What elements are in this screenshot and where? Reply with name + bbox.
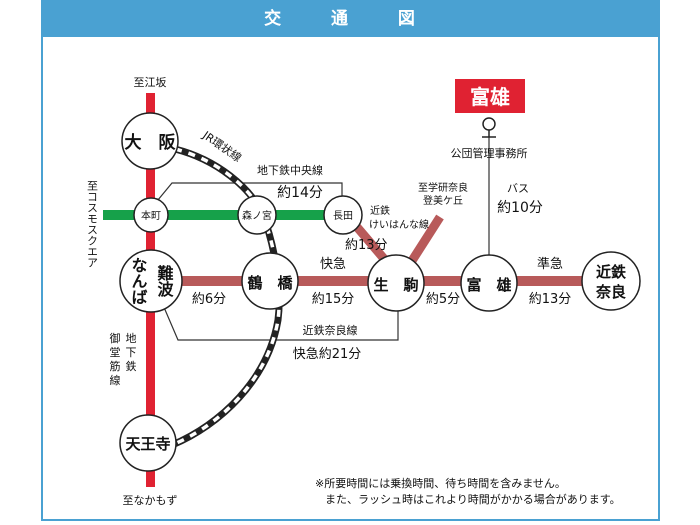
station-kintetsu-nara	[581, 251, 641, 311]
destination-badge	[455, 79, 525, 113]
station-nagata	[323, 195, 363, 235]
midosuji-name-2: 堂	[110, 346, 121, 359]
midosuji-name-3: 筋	[110, 359, 121, 373]
station-kintetsu-nara-label-2: 奈良	[595, 283, 626, 301]
midosuji-name-4: 線	[110, 373, 121, 387]
to-esaka-label: 至江坂	[134, 76, 167, 89]
station-tsuruhashi	[241, 252, 299, 310]
station-osaka-label: 大 阪	[125, 132, 176, 153]
station-tomio	[460, 254, 518, 312]
ikoma-tomio-time-label: 約5分	[426, 292, 460, 307]
nara-line-time-label: 快急約21分	[293, 347, 362, 362]
to-gakken-label-2: 登美ケ丘	[423, 194, 463, 207]
station-namba-label-2: 難波	[155, 264, 174, 298]
station-namba	[119, 249, 183, 313]
chuo-line	[103, 210, 343, 220]
gakken-branch-line	[404, 214, 444, 270]
station-ikoma-label: 生 駒	[373, 276, 418, 294]
kaisoku-label: 快急	[320, 257, 346, 272]
location-pin-icon	[482, 117, 496, 138]
station-nagata-label: 長田	[333, 210, 353, 222]
destination-name: 富雄	[470, 85, 510, 109]
chuo-bypass-line	[147, 182, 343, 213]
chuo-time-label: 約14分	[277, 185, 323, 201]
bus-time-label: 約10分	[497, 200, 543, 216]
bus-label: バス	[507, 182, 529, 195]
station-tennoji	[119, 414, 177, 472]
chuo-line-label: 地下鉄中央線	[257, 163, 323, 177]
tomio-nara-time-label: 約13分	[529, 292, 572, 307]
midosuji-subway-3: 鉄	[126, 359, 137, 373]
station-namba-label-1: なんば	[129, 257, 148, 305]
midosuji-subway-2: 下	[126, 346, 137, 359]
destination-facility: 公団管理事務所	[451, 146, 528, 160]
nara-line-track	[159, 297, 399, 341]
midosuji-name-1: 御	[110, 331, 121, 345]
note-line-1: ※所要時間には乗換時間、待ち時間を含みません。	[315, 476, 566, 490]
station-honmachi	[133, 197, 169, 233]
station-morinomiya-label: 森ノ宮	[242, 209, 272, 222]
tsuruhashi-ikoma-time-label: 約15分	[312, 292, 355, 307]
station-tennoji-label: 天王寺	[125, 435, 170, 453]
station-morinomiya	[237, 195, 277, 235]
to-gakken-label-1: 至学研奈良	[418, 181, 468, 194]
keihanna-label-2: けいはんな線	[369, 218, 429, 231]
to-cosmo-label: 至コスモスクエア	[86, 180, 99, 268]
to-nakamozu-label: 至なかもず	[123, 494, 178, 507]
station-tomio-label: 富 雄	[466, 276, 511, 294]
keihanna-label-1: 近鉄	[370, 204, 390, 217]
station-ikoma	[367, 254, 425, 312]
page-title: 交 通 図	[43, 2, 658, 37]
station-honmachi-label: 本町	[141, 209, 161, 222]
midosuji-subway-1: 地	[126, 332, 137, 345]
note-line-2: また、ラッシュ時はこれより時間がかかる場合があります。	[325, 492, 621, 506]
station-osaka	[121, 112, 179, 170]
namba-tsuruhashi-time-label: 約6分	[192, 292, 226, 307]
keihanna-time-label: 約13分	[345, 238, 388, 253]
nara-line-label: 近鉄奈良線	[303, 323, 358, 337]
station-tsuruhashi-label: 鶴 橋	[247, 274, 293, 292]
station-kintetsu-nara-label-1: 近鉄	[596, 263, 626, 281]
junkyu-label: 準急	[537, 256, 563, 272]
